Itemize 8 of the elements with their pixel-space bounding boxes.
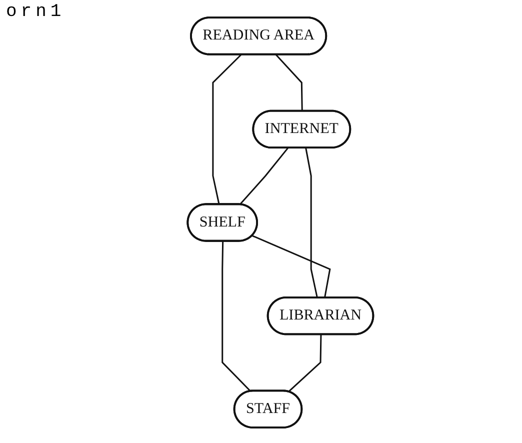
corner-text: orn1 <box>6 2 66 22</box>
connector <box>238 148 288 206</box>
connector <box>252 235 330 298</box>
connector <box>221 241 251 392</box>
connector <box>275 54 302 112</box>
connector <box>304 148 318 298</box>
connector <box>212 54 242 205</box>
connector <box>288 334 322 392</box>
